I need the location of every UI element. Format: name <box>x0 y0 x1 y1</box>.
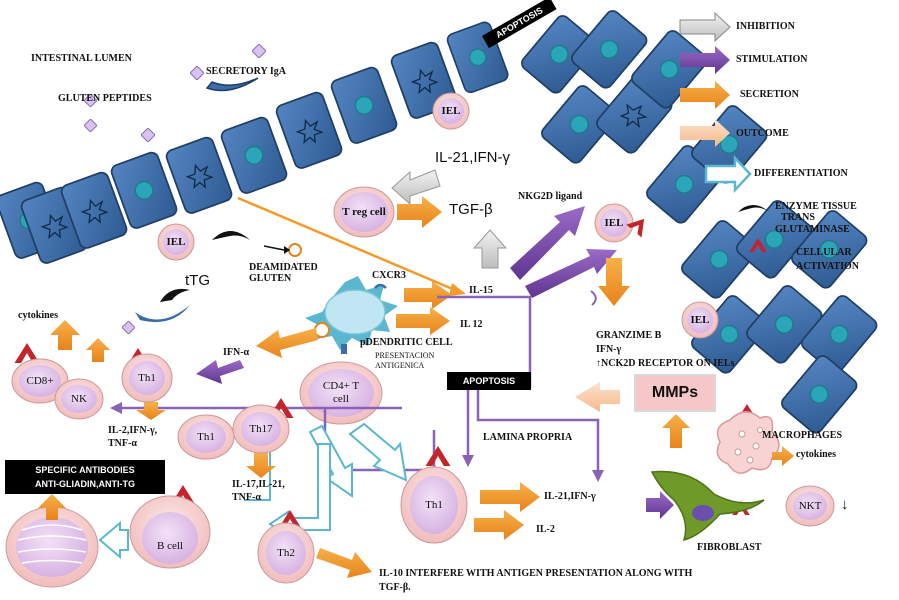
th2-label: Th2 <box>277 547 295 559</box>
cxcr3-label: CXCR3 <box>372 270 406 281</box>
secretory-iga-label: SECRETORY IgA <box>206 66 286 77</box>
fibroblast-label: FIBROBLAST <box>697 542 762 553</box>
deamidated-gluten-label: DEAMIDATED GLUTEN <box>249 262 318 284</box>
legend-inhibition: INHIBITION <box>736 21 795 32</box>
iel-left-label: IEL <box>166 236 186 248</box>
legend-arrows <box>679 11 752 194</box>
il15-label: IL-15 <box>469 285 493 296</box>
nkg2d-ligand-label: NKG2D ligand <box>518 191 583 202</box>
il2-bottom-label: IL-2 <box>536 524 555 535</box>
treg-label: T reg cell <box>342 206 386 218</box>
intestinal-lumen-label: INTESTINAL LUMEN <box>31 53 132 64</box>
iel-right-label: IEL <box>604 217 624 229</box>
granzime-b-label: GRANZIME B <box>596 330 662 341</box>
presentacion-label: PRESENTACION <box>375 351 435 360</box>
macrophage <box>716 411 780 474</box>
activation-label: ACTIVATION <box>796 261 859 272</box>
nkt-label: NKT <box>798 500 822 512</box>
pdendritic-cell-label: pDENDRITIC CELL <box>360 337 453 348</box>
specific-antibodies-line1: SPECIFIC ANTIBODIES <box>35 465 135 475</box>
il2-ifn-tnf-label: IL-2,IFN-γ, <box>108 425 158 436</box>
nk-label: NK <box>71 393 87 405</box>
cytokines-left-label: cytokines <box>18 310 58 321</box>
tnf-alpha-2-label: TNF-α <box>232 492 261 503</box>
il17-il21-label: IL-17,IL-21, <box>232 479 285 490</box>
nck2d-receptor-label: ↑NCK2D RECEPTOR ON IELs <box>596 358 735 369</box>
differentiation-arrows <box>98 422 408 560</box>
enzyme-tissue-label: ENZYME TISSUE <box>775 201 857 212</box>
lymphocytes <box>11 353 290 460</box>
th1-c-label: Th1 <box>425 499 443 511</box>
cellular-label: CELLULAR <box>796 247 852 258</box>
iel-right2-label: IEL <box>690 314 710 326</box>
il10-line2-label: TGF-β. <box>379 582 411 593</box>
iel-top-label: IEL <box>441 105 461 117</box>
tnf-alpha-1-label: TNF-α <box>108 438 137 449</box>
nkt-down-arrow: ↓ <box>841 497 849 513</box>
ifn-alpha-label: IFN-α <box>223 347 250 358</box>
cd4-label: CD4+ T cell <box>322 380 360 405</box>
th1-a-label: Th1 <box>138 372 156 384</box>
ifn-gamma-right-label: IFN-γ <box>596 344 622 355</box>
specific-antibodies-box: SPECIFIC ANTIBODIES ANTI-GLIADIN,ANTI-TG <box>5 460 165 494</box>
il21-ifn-top-label: IL-21,IFN-γ <box>435 149 511 166</box>
tgf-beta-label: TGF-β <box>449 201 493 218</box>
legend-stimulation: STIMULATION <box>736 54 808 65</box>
lamina-propria-label: LAMINA PROPRIA <box>483 432 573 443</box>
il12-label: IL 12 <box>460 319 483 330</box>
apoptosis-mid-box: APOPTOSIS <box>447 372 531 390</box>
legend-secretion: SECRETION <box>740 89 799 100</box>
cytokines-right-label: cytokines <box>796 449 836 460</box>
il21-ifn-bottom-label: IL-21,IFN-γ <box>544 491 596 502</box>
trans-label: TRANS <box>781 212 815 223</box>
specific-antibodies-line2: ANTI-GLIADIN,ANTI-TG <box>35 479 135 489</box>
dendritic-cell <box>305 276 398 354</box>
mmps-box: MMPs <box>634 374 716 412</box>
cd8-label: CD8+ <box>26 375 54 387</box>
il10-line1-label: IL-10 INTERFERE WITH ANTIGEN PRESENTATIO… <box>379 568 693 579</box>
legend-differentiation: DIFFERENTIATION <box>754 168 848 179</box>
gluten-peptides-label: GLUTEN PEPTIDES <box>58 93 152 104</box>
th17-label: Th17 <box>249 423 273 435</box>
antigenica-label: ANTIGENICA <box>375 361 425 370</box>
macrophages-label: MACROPHAGES <box>762 430 842 441</box>
b-cell-label: B cell <box>157 540 183 552</box>
glutaminase-label: GLUTAMINASE <box>775 224 850 235</box>
iel-cells <box>157 92 719 339</box>
th1-b-label: Th1 <box>197 431 215 443</box>
legend-outcome: OUTCOME <box>736 128 789 139</box>
ttg-label: tTG <box>185 272 210 289</box>
